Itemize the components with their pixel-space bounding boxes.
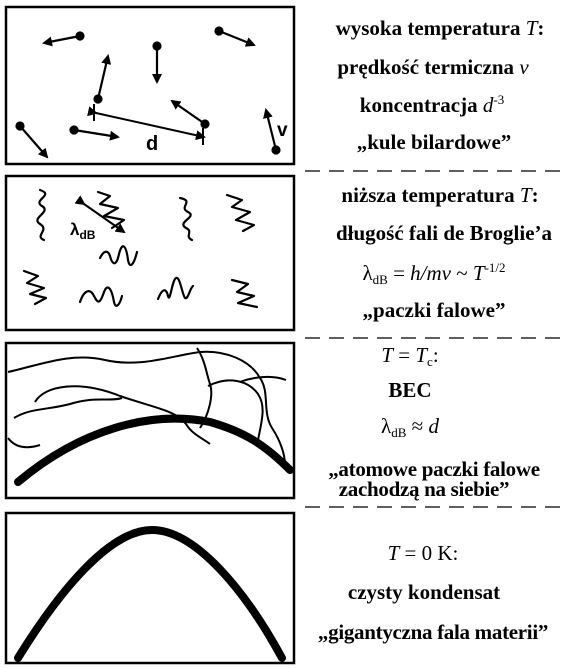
panel-2-line-3: λdB = h/mv ~ T-1/2 [362,261,505,286]
overlapping-waves [8,348,286,465]
wave-packet [24,271,46,304]
panel-4-frame [6,513,294,663]
velocity-arrow [219,31,254,45]
panel-3-line-3: λdB ≈ d [381,416,439,439]
panel-4-line-3: „gigantyczna fala materii” [318,622,548,643]
panel-2-line-1: niższa temperatura T: [341,185,538,206]
panel-3-line-5: zachodzą na siebie” [339,479,509,500]
wave-packet [37,190,45,240]
panel-2-line-2: długość fali de Broglie’a [336,223,552,244]
condensate-arc-partial [18,419,290,482]
panel-1-line-2: prędkość termiczna v [337,57,528,78]
velocity-arrow [98,56,108,99]
panel-4-line-1: T = 0 K: [388,543,459,564]
wave-packet [232,280,257,307]
wave-packet [180,198,192,240]
lambda-label: λdB [70,220,96,242]
panel-2-frame [6,176,294,330]
velocity-arrow [44,36,80,43]
panel-2-line-4: „paczki falowe” [363,300,506,321]
velocity-arrow [172,101,205,124]
velocity-arrow [266,110,276,150]
wave-packet [80,287,122,305]
panel-3-line-1: T = Tc: [381,345,438,368]
wave-curve [8,438,40,447]
giant-matter-wave [18,530,282,658]
panel-1-line-1: wysoka temperatura T: [336,18,545,39]
panel-1-line-4: „kule bilardowe” [357,132,512,153]
panel-3-line-2: BEC [388,380,431,401]
wave-curve [14,398,122,418]
panel-1-line-3: koncentracja d-3 [360,93,504,116]
velocity-arrow [74,130,118,137]
panel-4-line-2: czysty kondensat [348,582,500,603]
distance-label: d [146,133,158,155]
wave-curve [197,348,211,428]
wave-packet [100,246,137,265]
wave-packet [158,278,193,299]
wave-packets [24,190,257,307]
velocity-label: v [277,120,288,141]
velocity-arrow [20,126,47,157]
wave-packet [227,195,254,231]
